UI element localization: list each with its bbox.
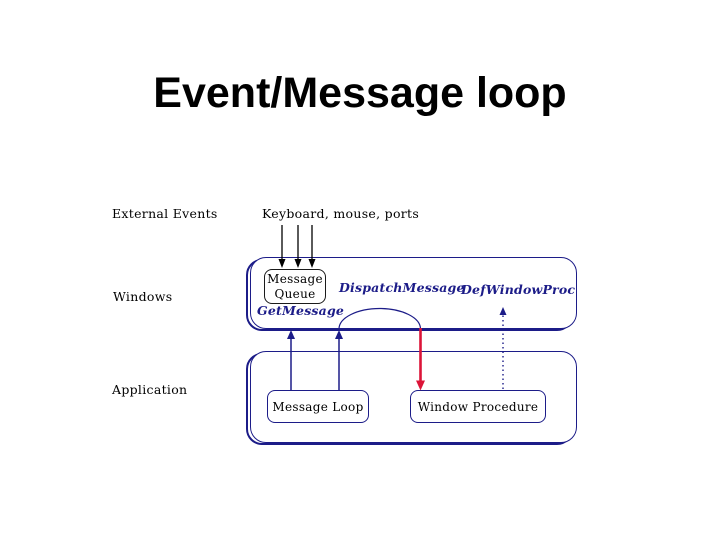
window-procedure-label: Window Procedure bbox=[417, 399, 539, 414]
window-procedure-node: Window Procedure bbox=[410, 390, 546, 423]
message-queue-label: Message Queue bbox=[267, 272, 323, 301]
dispatchmessage-label: DispatchMessage bbox=[339, 280, 465, 295]
defwindowproc-label: DefWindowProc bbox=[461, 282, 576, 297]
label-external-events: External Events bbox=[112, 206, 218, 221]
label-windows: Windows bbox=[113, 289, 173, 304]
message-queue-node: Message Queue bbox=[264, 269, 326, 304]
getmessage-label: GetMessage bbox=[257, 303, 345, 318]
message-loop-label: Message Loop bbox=[272, 399, 364, 414]
label-keyboard-mouse-ports: Keyboard, mouse, ports bbox=[262, 206, 420, 221]
slide-title: Event/Message loop bbox=[153, 69, 567, 117]
message-loop-node: Message Loop bbox=[267, 390, 369, 423]
label-application: Application bbox=[112, 382, 188, 397]
